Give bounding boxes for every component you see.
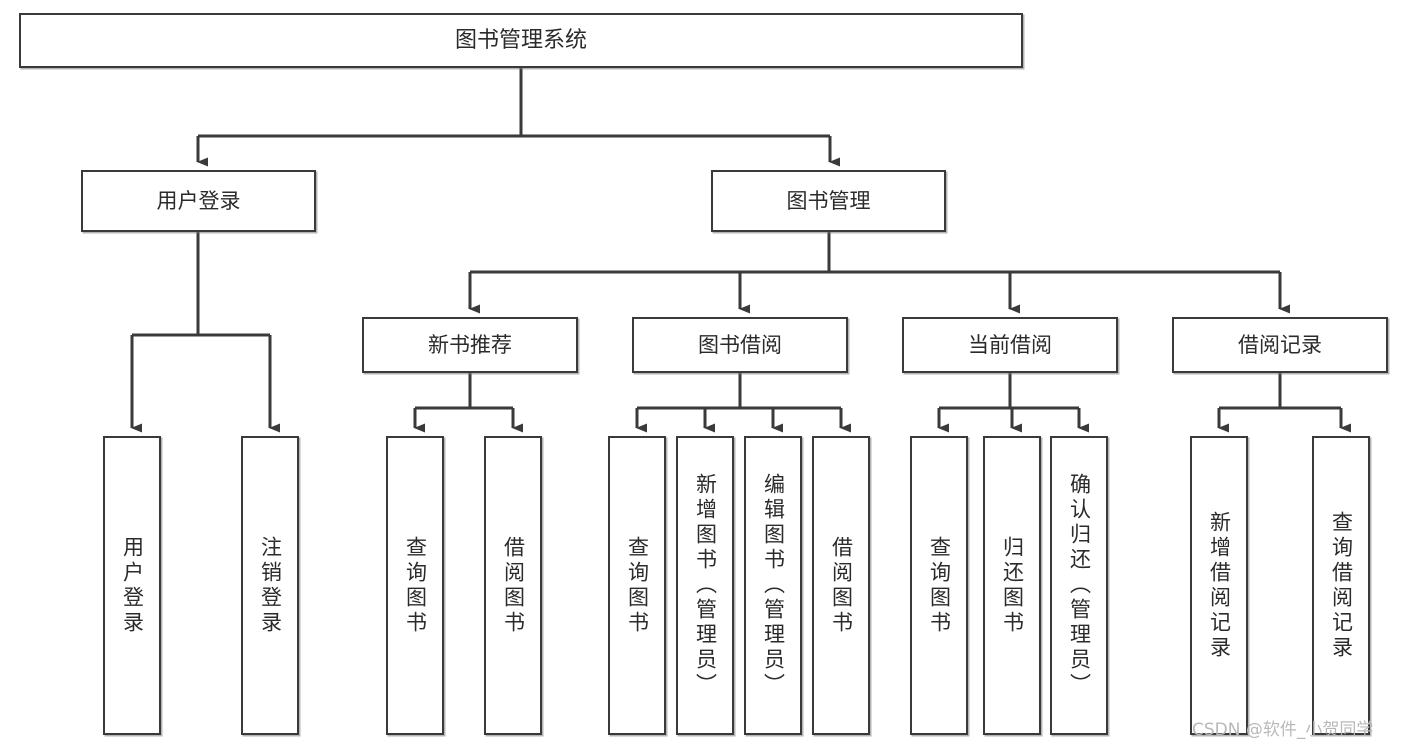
node-borrow-add-book[interactable]: 新增图书（管理员） [676, 436, 734, 735]
node-rec-add-record-label: 新增借阅记录 [1207, 510, 1232, 661]
node-borrow-borrow-book-label: 借阅图书 [829, 535, 854, 636]
node-cur-return-book-label: 归还图书 [1000, 535, 1025, 636]
edge-group-new-book-rec [413, 373, 523, 433]
node-rec-add-record[interactable]: 新增借阅记录 [1190, 436, 1248, 735]
node-logout-leaf[interactable]: 注销登录 [241, 436, 299, 735]
node-rec-query-record[interactable]: 查询借阅记录 [1312, 436, 1370, 735]
edge-group-borrow-record [1217, 373, 1351, 433]
node-cur-query-book[interactable]: 查询图书 [910, 436, 968, 735]
node-current-borrow[interactable]: 当前借阅 [902, 317, 1118, 373]
node-user-login-leaf-label: 用户登录 [120, 535, 145, 636]
edge-group-current-borrow [937, 373, 1089, 433]
node-user-login-leaf[interactable]: 用户登录 [103, 436, 161, 735]
node-borrow-record-label: 借阅记录 [1238, 332, 1322, 357]
node-rec-query-book[interactable]: 查询图书 [386, 436, 444, 735]
node-user-login[interactable]: 用户登录 [81, 170, 316, 232]
node-logout-leaf-label: 注销登录 [258, 535, 283, 636]
edge-group-book-borrow [635, 373, 851, 433]
node-borrow-record[interactable]: 借阅记录 [1172, 317, 1388, 373]
node-new-book-rec-label: 新书推荐 [428, 332, 512, 357]
node-borrow-edit-book-label: 编辑图书（管理员） [761, 473, 786, 698]
node-borrow-add-book-label: 新增图书（管理员） [693, 473, 718, 698]
node-user-login-label: 用户登录 [156, 188, 241, 213]
node-current-borrow-label: 当前借阅 [968, 332, 1052, 357]
node-new-book-rec[interactable]: 新书推荐 [362, 317, 578, 373]
node-borrow-query-book[interactable]: 查询图书 [608, 436, 666, 735]
node-root[interactable]: 图书管理系统 [19, 13, 1023, 68]
node-cur-confirm-return[interactable]: 确认归还（管理员） [1050, 436, 1108, 735]
node-borrow-query-book-label: 查询图书 [625, 535, 650, 636]
node-cur-return-book[interactable]: 归还图书 [983, 436, 1041, 735]
node-book-borrow-label: 图书借阅 [698, 332, 782, 357]
node-book-manage-label: 图书管理 [786, 188, 871, 213]
edge-group-user-login [130, 232, 280, 433]
edge-group-root [196, 68, 840, 167]
node-rec-query-record-label: 查询借阅记录 [1329, 510, 1354, 661]
edge-group-book-manage [468, 232, 1290, 314]
node-borrow-borrow-book[interactable]: 借阅图书 [812, 436, 870, 735]
node-rec-query-book-label: 查询图书 [403, 535, 428, 636]
node-root-label: 图书管理系统 [454, 27, 587, 53]
node-rec-borrow-book[interactable]: 借阅图书 [484, 436, 542, 735]
node-book-borrow[interactable]: 图书借阅 [632, 317, 848, 373]
node-cur-query-book-label: 查询图书 [927, 535, 952, 636]
node-rec-borrow-book-label: 借阅图书 [501, 535, 526, 636]
node-borrow-edit-book[interactable]: 编辑图书（管理员） [744, 436, 802, 735]
node-cur-confirm-return-label: 确认归还（管理员） [1067, 473, 1092, 698]
node-book-manage[interactable]: 图书管理 [711, 170, 946, 232]
csdn-watermark: CSDN @软件_小贺同学 [1192, 720, 1374, 740]
